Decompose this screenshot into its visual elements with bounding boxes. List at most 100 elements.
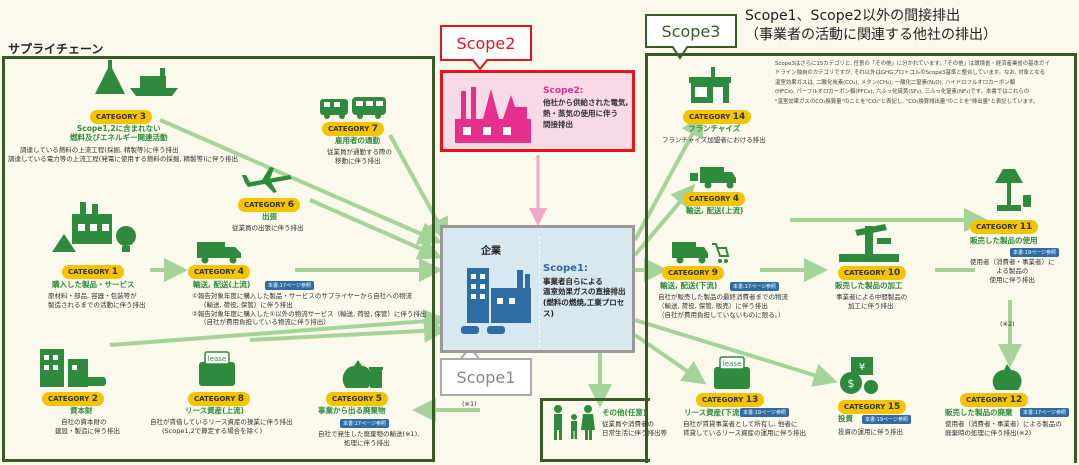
category-5-desc-line2: 処理に伴う排出 [344, 438, 390, 447]
category-11-desc-line3: 使用に伴う排出 [989, 275, 1036, 284]
category-9-title: 輸送, 配送(下流) [660, 281, 718, 290]
other-desc-line1: 従業員や消費者の [602, 420, 654, 428]
category-3-badge: CATEGORY 3 [90, 110, 153, 124]
svg-text:lease: lease [208, 355, 227, 363]
family-icon [554, 405, 595, 440]
category-3-desc-line1: 調達している燃料の上流工程(採掘, 精製等)に伴う排出 [20, 146, 179, 154]
svg-text:¥: ¥ [859, 362, 865, 373]
info-line-1: Scope3はさらに15カテゴリと, 任意の「その他」に分かれています。「その他… [775, 61, 1050, 67]
category-13-ref: 本書:19ページ参照 [740, 408, 789, 417]
category-8-desc-line1: 自社が賃借しているリース資産の操業に伴う排出 [150, 418, 293, 426]
scope3-downstream-outline [645, 53, 1077, 463]
category-4-desc-line3: ②報告対象年度に購入した①以外の物流サービス（輸送, 荷役, 保管）に伴う排出 [192, 309, 427, 318]
category-5-badge: CATEGORY 5 [326, 392, 389, 406]
category-9-desc-line3: （自社が費用負担していないものに限る。） [658, 310, 785, 319]
category-3-number: 3 [139, 112, 147, 122]
category-3-title-line1: Scope1,2に含まれない [76, 124, 161, 133]
category-11-badge: CATEGORY 11 [970, 220, 1039, 234]
category-12-label: CATEGORY [966, 396, 1008, 404]
category-9-badge: CATEGORY 9 [662, 266, 725, 280]
svg-text:lease: lease [723, 360, 742, 368]
truck-icon [197, 242, 241, 264]
info-line-4: (HFCs), パーフルオロカーボン類(PFCs), 六ふっ化硫黄(SF₆), … [775, 89, 1030, 96]
category-6-title: 出張 [262, 212, 277, 221]
category-3-desc: 調達している燃料の上流工程(採掘, 精製等)に伴う排出 調達している電力等の上流… [8, 146, 238, 164]
category-8-badge: CATEGORY 8 [188, 392, 251, 406]
category-14-title: フランチャイズ [688, 124, 741, 133]
category-10-desc-line1: 事業者による中間製品の [836, 293, 908, 301]
factory-bulb-icon [52, 202, 136, 252]
category-6-badge: CATEGORY 6 [238, 198, 301, 212]
category-4-desc-line2: （輸送, 荷役, 保管）に伴う排出 [200, 300, 293, 309]
garbage-bag-icon [342, 360, 383, 388]
category-11-number: 11 [1019, 222, 1033, 232]
category-13-title: リース資産(下流) [684, 408, 743, 417]
scope2-callout: Scope2 [440, 25, 532, 61]
processing-machine-icon [839, 224, 899, 262]
category-1-desc-line1: 原材料・部品, 容器・包装等が [48, 292, 137, 300]
category-13-desc: 自社が賃貸事業者として所有し, 他者に 賃貸しているリース資産の運用に伴う排出 [683, 420, 806, 438]
category-14-desc: フランチャイズ加盟者における排出 [662, 136, 766, 144]
scope3-callout-label: Scope3 [661, 22, 721, 41]
category-12-desc-line2: 廃棄時の処理に伴う排出(※2) [945, 428, 1032, 437]
category-7-number: 7 [371, 124, 379, 134]
power-plant-icon [455, 87, 531, 143]
category-15-title: 投資 [838, 414, 853, 423]
category-1-desc-line2: 製造されるまでの活動に伴う排出 [48, 300, 146, 309]
category-3-desc-line2: 調達している電力等の上流工程(発電に使用する燃料の採掘, 精製等)に伴う排出 [8, 154, 239, 163]
category-2-desc-line1: 自社の資本財の [61, 418, 107, 426]
category-2-number: 2 [91, 394, 99, 404]
investment-money-icon: ¥ $ [840, 357, 878, 394]
category-15-number: 15 [887, 402, 901, 412]
lease-machine-icon: lease [199, 351, 235, 386]
category-5-desc-line1: 自社で発生した廃棄物の輸送(※1), [318, 430, 420, 438]
category-9-number: 9 [711, 268, 719, 278]
supply-chain-label: サプライチェーン [8, 42, 104, 56]
other-desc-line2: 日常生活に伴う排出等 [602, 428, 667, 437]
category-4-desc-line4: （自社が費用負担している物流に伴う排出） [200, 318, 330, 327]
bus-train-icon [320, 97, 386, 119]
category-6-label: CATEGORY [244, 201, 286, 209]
scope1-line3: (燃料の燃焼,工業プロセス) [543, 298, 625, 319]
scope1-text: Scope1: 事業者自らによる 温室効果ガスの直接排出 (燃料の燃焼,工業プロ… [543, 262, 632, 320]
category-7-badge: CATEGORY 7 [322, 122, 385, 136]
category-13-label: CATEGORY [702, 396, 744, 404]
category-2-badge: CATEGORY 2 [42, 392, 105, 406]
category-2-title: 資本財 [70, 406, 93, 415]
category-13-desc-line2: 賃貸しているリース資産の運用に伴う排出 [683, 428, 806, 437]
category-10-label: CATEGORY [844, 269, 886, 277]
lease-downstream-icon: lease [714, 356, 750, 389]
category-7-desc-line1: 従業員が通勤する際の [327, 148, 392, 156]
category-15-label: CATEGORY [844, 403, 886, 411]
airplane-icon [242, 167, 292, 193]
category-9-desc-line2: （輸送, 荷役, 保管, 販売）に伴う排出 [658, 301, 768, 310]
company-box: 企業 Scope1: 事業者自らによる 温室効果ガスの直接排出 (燃料の燃焼,工… [440, 225, 635, 353]
scope2-box-line3: 間接排出 [543, 119, 573, 129]
scope2-box: Scope2: 他社から供給された電気, 熱・蒸気の使用に伴う 間接排出 [440, 70, 635, 152]
category-6-desc: 従業員の出張に伴う排出 [232, 224, 304, 232]
category-1-title: 購入した製品・サービス [52, 280, 135, 289]
category-4-downstream-label: CATEGORY [689, 195, 731, 203]
category-13-number: 13 [745, 395, 759, 405]
category-7-title: 雇用者の通勤 [335, 136, 380, 145]
category-11-title: 販売した製品の使用 [970, 236, 1038, 245]
category-6-number: 6 [287, 200, 295, 210]
note-1-marker: (※1) [462, 400, 477, 408]
category-4-title: 輸送, 配送(上流) [193, 280, 251, 289]
category-15-ref: 本書:19ページ参照 [862, 415, 911, 424]
company-label: 企業 [481, 246, 501, 257]
scope3-note-line1: Scope1、Scope2以外の間接排出 [745, 8, 961, 24]
category-3-title: Scope1,2に含まれない 燃料及びエネルギー関連活動 [70, 124, 168, 143]
truck-cart-icon [672, 242, 730, 264]
scope3-other-outline [540, 398, 650, 462]
scope1-callout: Scope1 [440, 358, 532, 396]
category-5-ref: 本書:17ページ参照 [340, 419, 389, 428]
scope3-note: Scope1、Scope2以外の間接排出 （事業者の活動に関連する他社の排出） [745, 7, 997, 45]
category-11-desc-line1: 使用者（消費者・事業者）に [970, 258, 1055, 266]
category-9-ref: 本書:17ページ参照 [730, 282, 779, 291]
other-title: その他(任意) [602, 408, 647, 417]
category-4-desc-line1: ①報告対象年度に購入した製品・サービスのサプライヤーから自社への物流 [192, 292, 413, 300]
scope2-box-line1: 他社から供給された電気, [543, 98, 629, 108]
category-12-desc: 使用者（消費者・事業者）による製品の 廃棄時の処理に伴う排出(※2) [945, 420, 1062, 438]
